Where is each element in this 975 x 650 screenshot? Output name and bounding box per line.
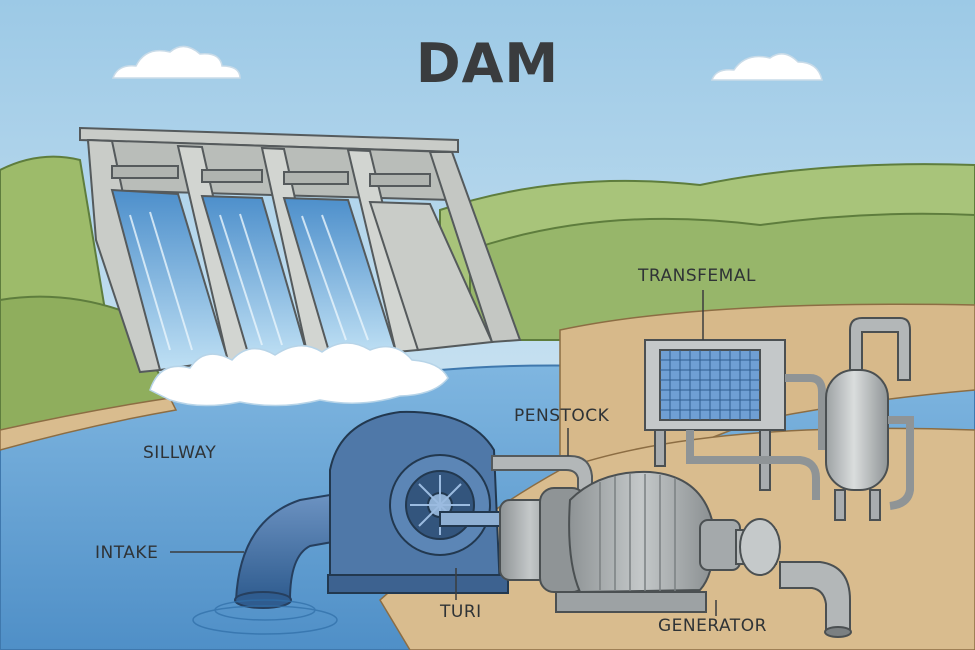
left-bank [0,397,178,451]
spillway-foam [149,342,449,407]
cloud-right [710,53,823,81]
label-penstock: PENSTOCK [514,406,610,426]
storage-tank [825,317,914,521]
water-ripples [192,599,338,635]
label-sillway: SILLWAY [143,443,217,463]
label-turi: TURI [440,602,482,622]
leader-lines [170,290,717,616]
transformer [644,339,826,500]
dam-structure [79,126,522,374]
turbine [327,410,509,594]
label-intake: INTAKE [95,543,159,563]
label-generator: GENERATOR [658,616,767,636]
label-transfemal: TRANSFEMAL [638,266,756,286]
page-title: DAM [415,32,560,95]
generator [499,470,852,638]
spillway-water-streaks [129,211,369,351]
cloud-left [111,45,241,79]
